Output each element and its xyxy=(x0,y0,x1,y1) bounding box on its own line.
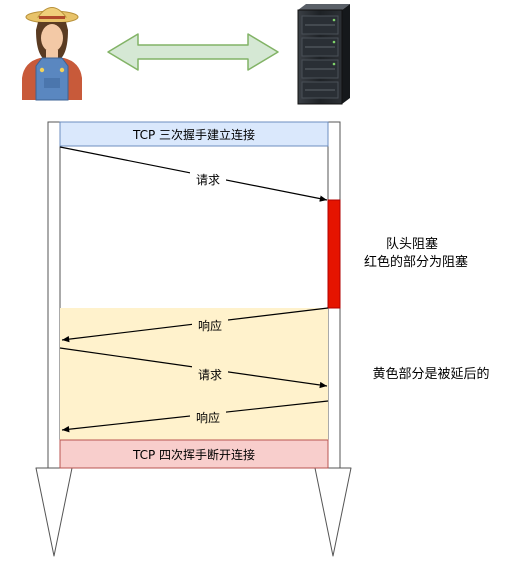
hol-note: 队头阻塞 红色的部分为阻塞 xyxy=(364,236,469,272)
farmer-user-icon xyxy=(22,7,82,101)
server-rack-icon xyxy=(297,4,350,105)
delayed-note: 黄色部分是被延后的 xyxy=(358,366,504,384)
request-label-2: 请求 xyxy=(198,368,222,382)
hol-note-title: 队头阻塞 xyxy=(385,237,438,252)
handshake-bar xyxy=(59,121,329,147)
teardown-label: TCP 四次挥手断开连接 xyxy=(132,447,255,462)
request-label-1: 请求 xyxy=(196,173,220,187)
delayed-note-desc: 黄色部分是被延后的 xyxy=(372,367,490,382)
double-arrow-icon xyxy=(107,33,279,71)
teardown-bar xyxy=(59,439,329,469)
blocked-segment xyxy=(327,199,341,309)
hol-note-desc: 红色的部分为阻塞 xyxy=(364,255,469,270)
handshake-label: TCP 三次握手建立连接 xyxy=(132,127,255,142)
client-lifeline xyxy=(35,121,73,557)
response-label-2: 响应 xyxy=(196,410,220,425)
response-label-1: 响应 xyxy=(198,318,222,333)
